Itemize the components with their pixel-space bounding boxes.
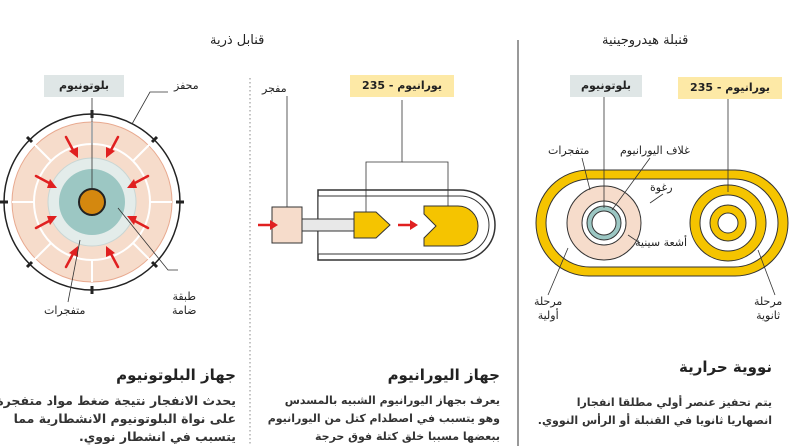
uranium-desc-line: ببعضها مسببا خلق كتلة فوق حرجة — [314, 430, 500, 443]
uranium-desc-line: يعرف بجهاز اليورانيوم الشبيه بالمسدس — [284, 394, 500, 407]
uranium-detonator-label: مفجر — [262, 82, 287, 95]
atomic-bombs-header: قنابل ذرية — [210, 33, 265, 48]
uranium-device-title: جهاز اليورانيوم — [387, 366, 500, 384]
hydrogen-uranium-box-label: يورانيوم - 235 — [678, 77, 782, 99]
plutonium-device-illustration — [0, 91, 184, 303]
thermonuclear-title: نووية حرارية — [679, 358, 772, 376]
plutonium-box-label: بلوتونيوم — [44, 75, 124, 97]
detonator-label: محفز — [174, 79, 199, 92]
hydrogen-bomb-illustration — [535, 96, 789, 296]
hydrogen-bomb-header: قنبلة هيدروجينية — [602, 33, 689, 48]
uranium-235-box-label: يورانيوم - 235 — [350, 75, 454, 97]
xrays-label: أشعة سينية — [635, 236, 688, 249]
plutonium-device-title: جهاز البلوتونيوم — [116, 366, 236, 384]
uranium-description: يعرف بجهاز اليورانيوم الشبيه بالمسدس وهو… — [267, 392, 500, 446]
hydrogen-explosives-label: متفجرات — [548, 144, 590, 157]
foam-label: رغوة — [650, 181, 673, 194]
tamper-label: طبقة ضامة — [172, 290, 197, 317]
plutonium-description: يحدث الانفجار نتيجة ضغط مواد متفجرة على … — [0, 392, 236, 446]
thermonuclear-description: يتم تحفيز عنصر أولي مطلقا انفجارا انصهار… — [522, 394, 772, 430]
uranium-shell-label: غلاف اليورانيوم — [620, 144, 690, 157]
plutonium-desc-line: يحدث الانفجار نتيجة ضغط مواد متفجرة — [0, 393, 236, 408]
plutonium-desc-line: يتسبب في انشطار نووي. — [78, 429, 236, 444]
hydrogen-plutonium-box-label: بلوتونيوم — [570, 75, 642, 97]
explosives-label: متفجرات — [44, 304, 86, 317]
thermonuclear-desc-line: يتم تحفيز عنصر أولي مطلقا انفجارا — [576, 396, 772, 409]
uranium-desc-line: وهو يتسبب في اصطدام كتل من اليورانيوم — [267, 412, 500, 425]
thermonuclear-desc-line: انصهاريا ثانويا في القنبلة أو الرأس النو… — [537, 414, 772, 427]
secondary-stage-label: مرحلة ثانوية — [754, 295, 783, 322]
plutonium-desc-line: على نواة البلوتونيوم الانشطارية مما — [13, 411, 236, 426]
uranium-device-illustration — [258, 96, 496, 261]
primary-stage-label: مرحلة أولية — [534, 295, 563, 322]
